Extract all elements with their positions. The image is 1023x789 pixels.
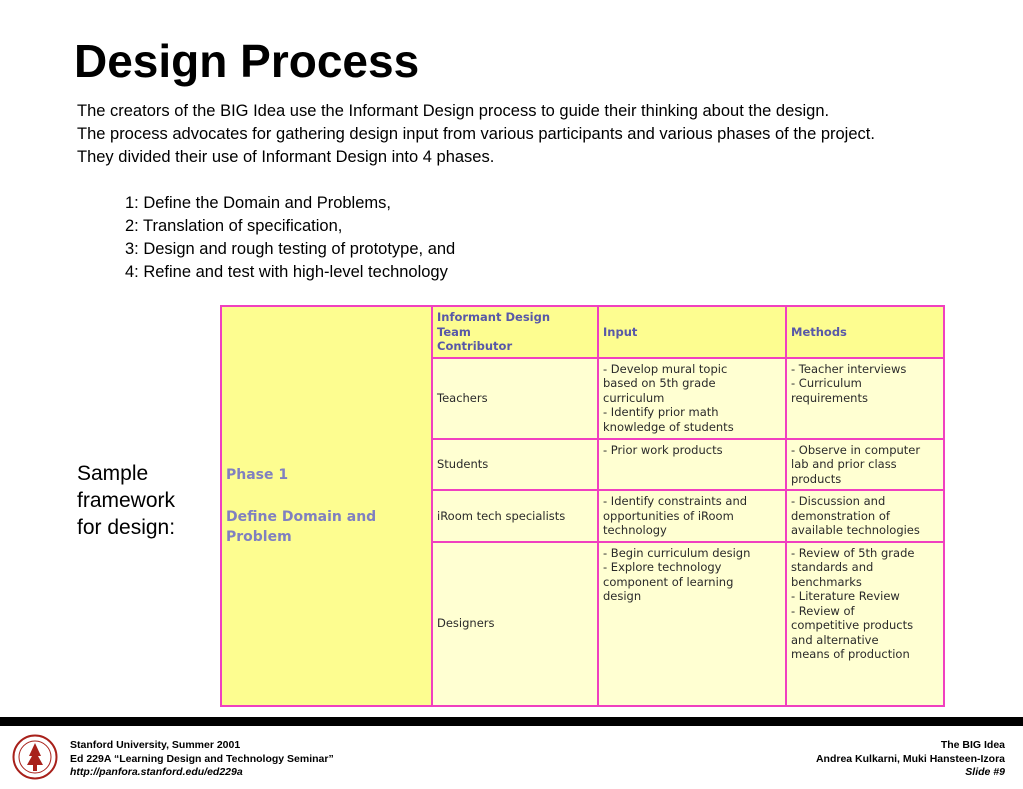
table-row: Designers - Begin curriculum design- Exp… xyxy=(221,540,945,707)
footer-slide-number: Slide #9 xyxy=(965,766,1005,778)
framework-label: Sample framework for design: xyxy=(77,460,175,541)
header-methods: Methods xyxy=(785,305,945,359)
input-cell: - Begin curriculum design- Explore techn… xyxy=(597,540,787,707)
intro-line: The creators of the BIG Idea use the Inf… xyxy=(77,102,830,120)
footer-left: Stanford University, Summer 2001 Ed 229A… xyxy=(70,739,334,780)
phase-cell: Phase 1 Define Domain and Problem xyxy=(220,305,433,707)
phase-name: Phase 1 xyxy=(226,466,289,483)
framework-label-line: framework xyxy=(77,489,176,512)
intro-line: They divided their use of Informant Desi… xyxy=(77,148,495,166)
header-line: Informant Design xyxy=(437,310,551,324)
framework-table: Phase 1 Define Domain and Problem Inform… xyxy=(220,305,945,707)
footer-authors: Andrea Kulkarni, Muki Hansteen-Izora xyxy=(815,752,1005,765)
phase-title-line: Problem xyxy=(226,528,292,545)
role-cell: iRoom tech specialists xyxy=(431,489,599,543)
framework-label-line: for design: xyxy=(77,516,176,539)
phase-item: 2: Translation of specification, xyxy=(125,217,343,235)
footer-right: The BIG Idea Andrea Kulkarni, Muki Hanst… xyxy=(816,739,1005,780)
phase-item: 3: Design and rough testing of prototype… xyxy=(125,240,456,258)
header-line: Contributor xyxy=(437,339,513,353)
framework-label-line: Sample xyxy=(77,462,149,485)
footer-divider xyxy=(0,717,1023,726)
phase-item: 1: Define the Domain and Problems, xyxy=(125,194,391,212)
header-contributor: Informant Design Team Contributor xyxy=(431,305,599,359)
footer-course: Ed 229A “Learning Design and Technology … xyxy=(70,752,334,765)
role-cell: Teachers xyxy=(431,356,599,440)
phase-title-line: Define Domain and xyxy=(226,508,377,525)
intro-text: The creators of the BIG Idea use the Inf… xyxy=(77,100,1007,169)
role-cell: Students xyxy=(431,437,599,491)
table-row: Students - Prior work products - Observe… xyxy=(221,437,945,491)
header-line: Team xyxy=(437,324,471,339)
slide-title: Design Process xyxy=(74,35,420,87)
input-cell: - Prior work products xyxy=(597,437,787,491)
phase-item: 4: Refine and test with high-level techn… xyxy=(125,263,448,281)
footer-url: http://panfora.stanford.edu/ed229a xyxy=(70,766,243,778)
phase-list: 1: Define the Domain and Problems, 2: Tr… xyxy=(125,192,455,284)
footer-project: The BIG Idea xyxy=(940,739,1005,751)
stanford-seal-icon xyxy=(12,734,58,780)
table-row: iRoom tech specialists - Identify constr… xyxy=(221,489,945,543)
role-cell: Designers xyxy=(431,540,599,707)
header-input: Input xyxy=(597,305,787,359)
intro-line: The process advocates for gathering desi… xyxy=(77,125,875,143)
footer-university: Stanford University, Summer 2001 xyxy=(70,739,241,751)
